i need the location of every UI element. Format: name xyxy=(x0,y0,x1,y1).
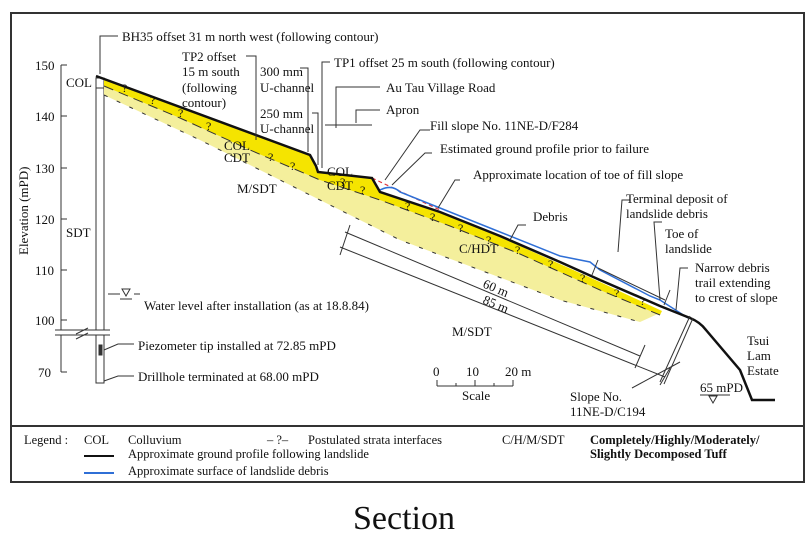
label-sdt: SDT xyxy=(66,225,91,240)
annot-tp1: TP1 offset 25 m south (following contour… xyxy=(334,55,555,70)
annot-apron: Apron xyxy=(386,102,420,117)
legend-ground-swatch xyxy=(84,455,114,457)
annot-narrow-3: to crest of slope xyxy=(695,290,778,305)
annot-water-level: Water level after installation (as at 18… xyxy=(144,298,369,313)
strata-question-mark: ? xyxy=(178,106,183,120)
y-tick-120: 120 xyxy=(35,212,55,227)
annot-piezometer: Piezometer tip installed at 72.85 mPD xyxy=(138,338,336,353)
legend-debris-desc: Approximate surface of landslide debris xyxy=(128,464,329,478)
strata-question-mark: ? xyxy=(458,221,463,235)
annot-toe-fill: Approximate location of toe of fill slop… xyxy=(473,167,683,182)
ground-profile-line xyxy=(95,74,775,402)
strata-question-mark: ? xyxy=(548,257,553,271)
legend-col-abbr: COL xyxy=(84,433,109,447)
strata-question-mark: ? xyxy=(515,243,520,257)
strata-question-mark: ? xyxy=(122,81,127,95)
strata-question-mark: ? xyxy=(340,175,345,189)
debris-surface-line xyxy=(379,186,689,319)
annot-lam: Lam xyxy=(747,348,771,363)
dimension-lines xyxy=(339,224,694,386)
y-tick-150: 150 xyxy=(35,58,55,73)
scale-label: Scale xyxy=(462,388,490,403)
y-tick-100: 100 xyxy=(35,313,55,328)
legend-tuff-abbr: C/H/M/SDT xyxy=(502,433,565,447)
strata-question-mark: ? xyxy=(290,159,295,173)
annot-terminal-2: landslide debris xyxy=(626,206,708,221)
label-col-top: COL xyxy=(66,75,92,90)
annot-narrow-2: trail extending xyxy=(695,275,771,290)
annot-tp2-2: 15 m south xyxy=(182,64,240,79)
annot-debris: Debris xyxy=(533,209,568,224)
scale-bar xyxy=(436,380,514,387)
cross-section-diagram: 150 140 130 120 110 100 70 Elevation (mP… xyxy=(16,29,779,419)
annot-toe-2: landslide xyxy=(665,241,712,256)
leader-lines xyxy=(99,35,688,389)
annot-slope-1: Slope No. xyxy=(570,389,622,404)
scale-tick-0: 0 xyxy=(433,364,440,379)
strata-question-mark: ? xyxy=(268,150,273,164)
strata-question-mark: ? xyxy=(580,271,585,285)
figure-caption: Section xyxy=(353,500,455,537)
legend-tuff-desc1: Completely/Highly/Moderately/ xyxy=(590,433,760,447)
annot-tp2-1: TP2 offset xyxy=(182,49,237,64)
borehole xyxy=(95,77,105,384)
strata-question-mark: ? xyxy=(206,119,211,133)
legend-ground-desc: Approximate ground profile following lan… xyxy=(128,447,369,461)
legend: Legend : COL Colluvium Approximate groun… xyxy=(10,425,805,483)
scale-tick-20: 20 m xyxy=(505,364,531,379)
label-cdt-road: CDT xyxy=(327,178,353,193)
y-axis-label: Elevation (mPD) xyxy=(16,167,31,255)
annot-road: Au Tau Village Road xyxy=(386,80,496,95)
scale-tick-10: 10 xyxy=(466,364,479,379)
y-tick-130: 130 xyxy=(35,161,55,176)
strata-question-mark: ? xyxy=(430,210,435,224)
label-msdt-upper: M/SDT xyxy=(237,181,277,196)
legend-debris-swatch xyxy=(84,472,114,474)
annot-tsui: Tsui xyxy=(747,333,770,348)
strata-question-mark: ? xyxy=(486,233,491,247)
annot-250-1: 250 mm xyxy=(260,106,303,121)
annot-toe-1: Toe of xyxy=(665,226,699,241)
legend-col-desc: Colluvium xyxy=(128,433,182,447)
annot-narrow-1: Narrow debris xyxy=(695,260,770,275)
annot-estate: Estate xyxy=(747,363,779,378)
strata-question-mark: ? xyxy=(405,199,410,213)
annot-bh35: BH35 offset 31 m north west (following c… xyxy=(122,29,378,44)
annot-300-2: U-channel xyxy=(260,80,315,95)
label-msdt-lower: M/SDT xyxy=(452,324,492,339)
water-level-icon xyxy=(120,288,140,300)
legend-strata-desc: Postulated strata interfaces xyxy=(308,433,442,447)
annot-fill-slope: Fill slope No. 11NE-D/F284 xyxy=(430,118,579,133)
label-col-mid: COL xyxy=(224,138,250,153)
annot-300-1: 300 mm xyxy=(260,64,303,79)
strata-question-mark: ? xyxy=(640,294,645,308)
y-axis xyxy=(55,64,110,373)
strata-question-mark: ? xyxy=(614,286,619,300)
annot-tp2-4: contour) xyxy=(182,95,226,110)
annot-65mpd: 65 mPD xyxy=(700,380,743,395)
water-level-65-icon xyxy=(700,394,730,405)
strata-question-mark: ? xyxy=(360,183,365,197)
legend-strata-symbol: – ?– xyxy=(267,433,289,447)
label-cdt-mid: CDT xyxy=(224,150,250,165)
label-col-road: COL xyxy=(327,164,353,179)
annot-tp2-3: (following xyxy=(182,80,237,95)
legend-title: Legend : xyxy=(24,433,69,447)
legend-tuff-desc2: Slightly Decomposed Tuff xyxy=(590,447,727,461)
col-layer xyxy=(104,78,662,315)
y-tick-110: 110 xyxy=(35,263,54,278)
label-chdt: C/HDT xyxy=(459,241,498,256)
annot-250-2: U-channel xyxy=(260,121,315,136)
strata-question-mark: ? xyxy=(150,93,155,107)
annot-slope-2: 11NE-D/C194 xyxy=(570,404,646,419)
y-tick-140: 140 xyxy=(35,109,55,124)
annot-drillhole: Drillhole terminated at 68.00 mPD xyxy=(138,369,319,384)
annot-terminal-1: Terminal deposit of xyxy=(626,191,728,206)
annot-est-profile: Estimated ground profile prior to failur… xyxy=(440,141,649,156)
y-tick-70: 70 xyxy=(38,365,51,380)
